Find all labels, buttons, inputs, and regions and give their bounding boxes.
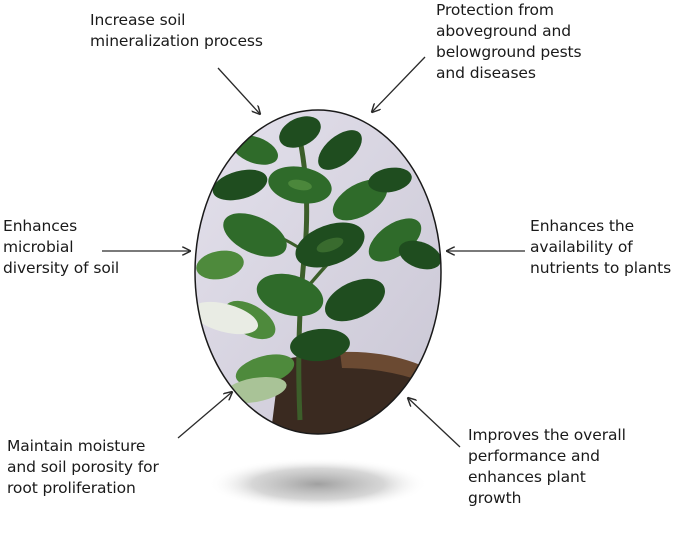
arrow-top-right [372, 56, 426, 112]
label-plant-performance: Improves the overall performance and enh… [468, 426, 626, 507]
arrow-bottom-right [408, 398, 461, 448]
label-moisture-porosity: Maintain moisture and soil porosity for … [7, 437, 159, 497]
label-nutrient-availability: Enhances the availability of nutrients t… [530, 217, 672, 277]
floor-shadow [208, 458, 428, 510]
photo-oval-border [194, 109, 442, 435]
arrow-top-left [217, 67, 260, 114]
arrow-bottom-left [177, 392, 232, 439]
label-soil-mineralization: Increase soil mineralization process [90, 11, 263, 50]
label-microbial-diversity: Enhances microbial diversity of soil [3, 217, 120, 277]
label-pest-protection: Protection from aboveground and belowgro… [436, 1, 582, 82]
plant-photo-oval [195, 110, 441, 434]
